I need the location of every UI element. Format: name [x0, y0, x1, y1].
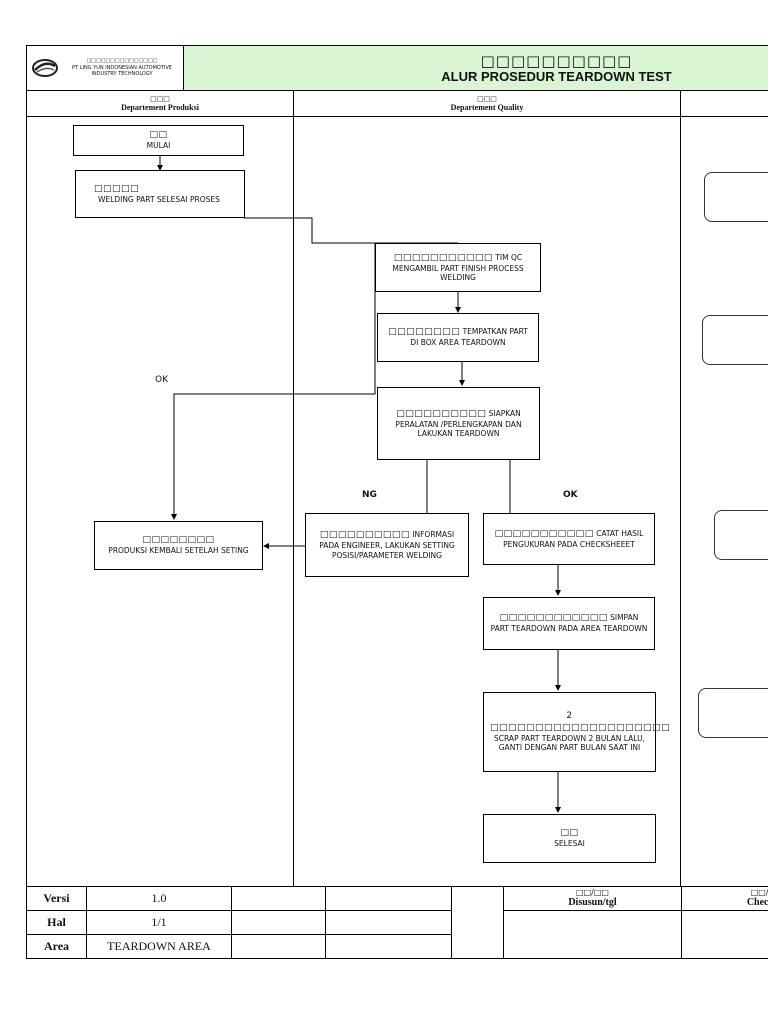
- column-header-quality-label: Departement Quality: [450, 103, 524, 113]
- footer-hal-value: 1/1: [86, 910, 232, 935]
- step-catat-text: CATAT HASIL PENGUKURAN PADA CHECKSHEEET: [503, 528, 644, 549]
- step-simpan: □□□□□□□□□□□□ SIMPAN PART TEARDOWN PADA A…: [483, 597, 655, 650]
- step-simpan-content: □□□□□□□□□□□□ SIMPAN PART TEARDOWN PADA A…: [490, 613, 648, 634]
- step-informasi-text: INFORMASI PADA ENGINEER, LAKUKAN SETTING…: [319, 530, 455, 560]
- company-name-cn: □□□□□□□□□□□□□□□: [86, 58, 158, 64]
- right-lane-shape-4: [698, 688, 768, 738]
- footer-sign-disusun: [503, 910, 682, 959]
- step-welding-text: WELDING PART SELESAI PROSES: [98, 194, 220, 204]
- column-header-produksi-cn: □□□: [150, 95, 170, 103]
- footer-cell-empty-1: [231, 886, 326, 911]
- step-qc-take: □□□□□□□□□□□ TIM QC MENGAMBIL PART FINISH…: [375, 243, 541, 292]
- footer-disusun-header: □□/□□ Disusun/tgl: [503, 886, 682, 911]
- label-ok-left: OK: [155, 375, 168, 385]
- step-informasi-content: □□□□□□□□□□ INFORMASI PADA ENGINEER, LAKU…: [312, 530, 462, 560]
- step-prepare-content: □□□□□□□□□□ SIAPKAN PERALATAN /PERLENGKAP…: [384, 409, 533, 439]
- step-mulai-cn: □□: [149, 130, 168, 141]
- step-informasi: □□□□□□□□□□ INFORMASI PADA ENGINEER, LAKU…: [305, 513, 469, 577]
- step-qc-take-content: □□□□□□□□□□□ TIM QC MENGAMBIL PART FINISH…: [382, 253, 534, 283]
- step-scrap: 2 □□□□□□□□□□□□□□□□□□□□ SCRAP PART TEARDO…: [483, 692, 670, 772]
- footer-checked-header: □□/ Chec: [681, 886, 768, 911]
- step-selesai: □□ SELESAI: [483, 814, 656, 863]
- step-catat-content: □□□□□□□□□□□ CATAT HASIL PENGUKURAN PADA …: [490, 529, 648, 550]
- step-prepare: □□□□□□□□□□ SIAPKAN PERALATAN /PERLENGKAP…: [377, 387, 540, 460]
- swimlane-quality: [293, 116, 681, 886]
- column-header-quality-cn: □□□: [477, 95, 497, 103]
- footer-cell-empty-4: [231, 910, 326, 935]
- step-scrap-cn: 2 □□□□□□□□□□□□□□□□□□□□: [490, 711, 671, 733]
- step-welding: □□□□□ WELDING PART SELESAI PROSES: [75, 170, 245, 218]
- footer-cell-empty-3: [451, 886, 504, 959]
- step-scrap-text: SCRAP PART TEARDOWN 2 BULAN LALU, GANTI …: [494, 733, 645, 753]
- step-simpan-cn: □□□□□□□□□□□□: [499, 613, 608, 624]
- company-name: PT LING YUN INDONESIAN AUTOMOTIVE INDUST…: [72, 64, 172, 78]
- right-lane-shape-3: [714, 510, 768, 560]
- step-produksi-kembali: □□□□□□□□ PRODUKSI KEMBALI SETELAH SETING: [94, 521, 263, 570]
- step-catat: □□□□□□□□□□□ CATAT HASIL PENGUKURAN PADA …: [483, 513, 655, 565]
- step-box-area-content: □□□□□□□□ TEMPATKAN PART DI BOX AREA TEAR…: [384, 327, 532, 348]
- footer-versi-value: 1.0: [86, 886, 232, 911]
- page-title: ALUR PROSEDUR TEARDOWN TEST: [441, 69, 672, 84]
- step-mulai: □□ MULAI: [73, 125, 244, 156]
- footer-versi-label: Versi: [26, 886, 87, 911]
- step-selesai-text: SELESAI: [554, 839, 585, 849]
- step-mulai-text: MULAI: [146, 141, 171, 151]
- footer-cell-empty-7: [325, 934, 452, 959]
- step-box-area: □□□□□□□□ TEMPATKAN PART DI BOX AREA TEAR…: [377, 313, 539, 362]
- step-qc-take-cn: □□□□□□□□□□□: [393, 252, 493, 263]
- step-informasi-cn: □□□□□□□□□□: [319, 530, 410, 540]
- footer-area-label: Area: [26, 934, 87, 959]
- label-ng: NG: [362, 490, 377, 500]
- footer-checked-cn: □□/: [750, 887, 768, 897]
- step-prepare-cn: □□□□□□□□□□: [396, 408, 487, 419]
- swimlane-produksi: [26, 116, 294, 886]
- column-header-third: [680, 90, 768, 117]
- title-cn: □□□□□□□□□□: [480, 52, 633, 70]
- footer-table: Versi 1.0 □□/□□ Disusun/tgl □□/ Chec Hal…: [26, 886, 768, 959]
- column-header-produksi-label: Departement Produksi: [121, 103, 199, 113]
- step-prepare-text: SIAPKAN PERALATAN /PERLENGKAPAN DAN LAKU…: [395, 408, 522, 439]
- step-simpan-text: SIMPAN PART TEARDOWN PADA AREA TEARDOWN: [490, 613, 648, 634]
- step-produksi-kembali-text: PRODUKSI KEMBALI SETELAH SETING: [108, 546, 249, 556]
- step-catat-cn: □□□□□□□□□□□: [494, 528, 594, 539]
- step-produksi-kembali-cn: □□□□□□□□: [142, 535, 215, 546]
- company-logo-icon: [32, 58, 58, 78]
- footer-cell-empty-2: [325, 886, 452, 911]
- footer-hal-label: Hal: [26, 910, 87, 935]
- right-lane-shape-2: [702, 315, 768, 365]
- footer-disusun-cn: □□/□□: [576, 887, 609, 897]
- footer-cell-empty-6: [231, 934, 326, 959]
- footer-area-value: TEARDOWN AREA: [86, 934, 232, 959]
- step-welding-cn: □□□□□: [94, 183, 140, 194]
- step-box-area-text: TEMPATKAN PART DI BOX AREA TEARDOWN: [410, 327, 528, 348]
- footer-cell-empty-5: [325, 910, 452, 935]
- step-box-area-cn: □□□□□□□□: [388, 327, 461, 338]
- footer-checked-label: Chec: [746, 897, 768, 909]
- title-cell: □□□□□□□□□□ ALUR PROSEDUR TEARDOWN TEST: [183, 45, 768, 91]
- label-ok-right: OK: [563, 490, 578, 500]
- footer-disusun-label: Disusun/tgl: [568, 897, 617, 909]
- step-selesai-cn: □□: [560, 828, 579, 839]
- footer-sign-checked: [681, 910, 768, 959]
- step-scrap-content: 2 □□□□□□□□□□□□□□□□□□□□ SCRAP PART TEARDO…: [490, 711, 670, 753]
- right-lane-shape-1: [704, 172, 768, 222]
- step-qc-take-text: TIM QC MENGAMBIL PART FINISH PROCESS WEL…: [392, 252, 524, 283]
